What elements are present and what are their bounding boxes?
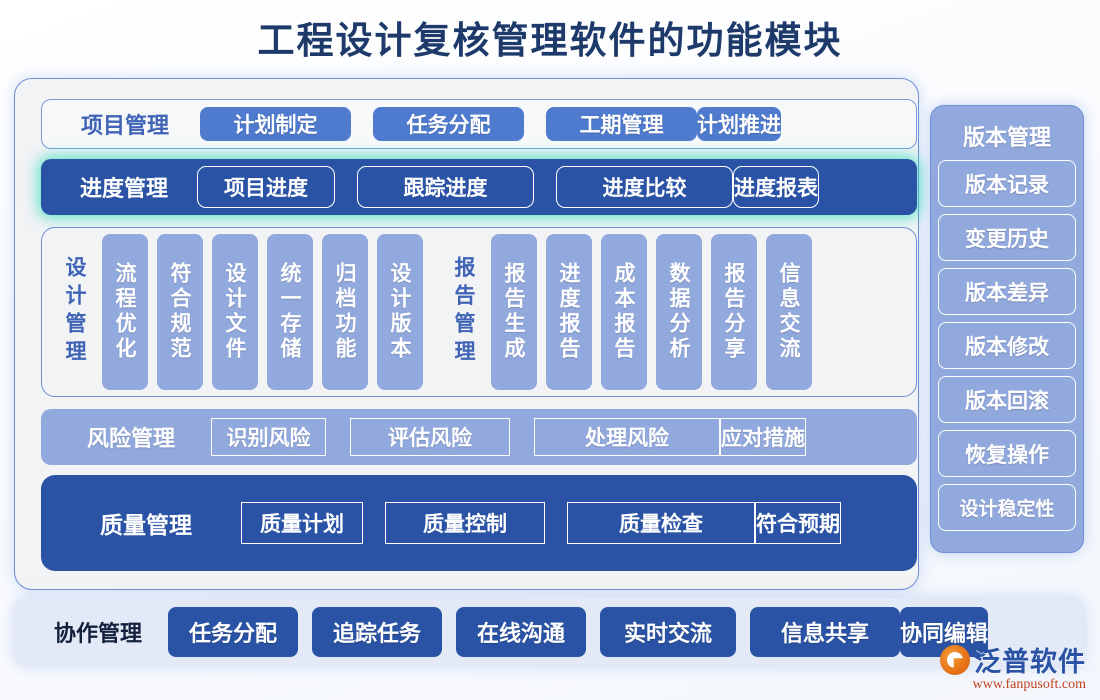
node-progress-report[interactable]: 进度报表 <box>733 166 819 208</box>
row-progress-management: 进度管理 项目进度 跟踪进度 进度比较 进度报表 <box>41 159 917 215</box>
node-plan-advancement[interactable]: 计划推进 <box>697 107 781 141</box>
row-label-risk: 风险管理 <box>86 426 175 451</box>
logo-website-url: www.fanpusoft.com <box>972 677 1086 692</box>
node-plan-formulation[interactable]: 计划制定 <box>200 107 351 141</box>
row-label-report: 报告管理 <box>452 256 476 368</box>
node-archive-function[interactable]: 归档功能 <box>322 234 368 390</box>
node-duration-management[interactable]: 工期管理 <box>546 107 697 141</box>
node-progress-compare[interactable]: 进度比较 <box>556 166 733 208</box>
row-label-project: 项目管理 <box>80 113 169 138</box>
node-information-sharing[interactable]: 信息共享 <box>750 607 900 657</box>
sidebar-item-restore-operation[interactable]: 恢复操作 <box>938 430 1076 477</box>
node-design-document[interactable]: 设计文件 <box>212 234 258 390</box>
page-title: 工程设计复核管理软件的功能模块 <box>257 21 843 62</box>
sidebar-item-version-diff[interactable]: 版本差异 <box>938 268 1076 315</box>
row-design-and-report: 设计管理 流程优化 符合规范 设计文件 统一存储 归档功能 设计版本 报告管理 … <box>41 227 917 397</box>
fanpu-logo-icon <box>940 644 970 675</box>
row-label-quality: 质量管理 <box>100 513 192 538</box>
node-cost-report[interactable]: 成本报告 <box>601 234 647 390</box>
node-quality-control[interactable]: 质量控制 <box>385 502 545 544</box>
row-risk-management: 风险管理 识别风险 评估风险 处理风险 应对措施 <box>41 409 917 465</box>
sidebar-item-version-rollback[interactable]: 版本回滚 <box>938 376 1076 423</box>
row-label-progress: 进度管理 <box>79 176 168 201</box>
main-module-panel: 项目管理 计划制定 任务分配 工期管理 计划推进 进度管理 项目进度 跟踪进度 … <box>14 78 919 590</box>
node-design-version[interactable]: 设计版本 <box>377 234 423 390</box>
row-quality-management: 质量管理 质量计划 质量控制 质量检查 符合预期 <box>41 475 917 571</box>
node-compliance-standard[interactable]: 符合规范 <box>157 234 203 390</box>
logo-brand-name: 泛普软件 <box>974 647 1086 677</box>
node-task-allocation-collab[interactable]: 任务分配 <box>168 607 298 657</box>
sidebar-item-change-history[interactable]: 变更历史 <box>938 214 1076 261</box>
sidebar-item-version-record[interactable]: 版本记录 <box>938 160 1076 207</box>
node-task-allocation[interactable]: 任务分配 <box>373 107 524 141</box>
node-information-exchange[interactable]: 信息交流 <box>766 234 812 390</box>
sidebar-version-management: 版本管理 版本记录 变更历史 版本差异 版本修改 版本回滚 恢复操作 设计稳定性 <box>930 105 1084 553</box>
node-project-progress[interactable]: 项目进度 <box>197 166 335 208</box>
node-track-task[interactable]: 追踪任务 <box>312 607 442 657</box>
node-assess-risk[interactable]: 评估风险 <box>350 418 510 456</box>
sidebar-header: 版本管理 <box>962 125 1051 150</box>
node-track-progress[interactable]: 跟踪进度 <box>357 166 534 208</box>
node-quality-inspection[interactable]: 质量检查 <box>567 502 755 544</box>
node-progress-report-card[interactable]: 进度报告 <box>546 234 592 390</box>
node-meet-expectation[interactable]: 符合预期 <box>755 502 841 544</box>
brand-logo: 泛普软件 www.fanpusoft.com <box>898 640 1086 696</box>
node-identify-risk[interactable]: 识别风险 <box>211 418 326 456</box>
node-quality-plan[interactable]: 质量计划 <box>241 502 363 544</box>
node-realtime-exchange[interactable]: 实时交流 <box>600 607 736 657</box>
node-process-optimization[interactable]: 流程优化 <box>102 234 148 390</box>
node-unified-storage[interactable]: 统一存储 <box>267 234 313 390</box>
row-project-management: 项目管理 计划制定 任务分配 工期管理 计划推进 <box>41 99 917 149</box>
node-handle-risk[interactable]: 处理风险 <box>534 418 720 456</box>
node-response-measure[interactable]: 应对措施 <box>720 418 806 456</box>
node-online-communication[interactable]: 在线沟通 <box>456 607 586 657</box>
node-report-generation[interactable]: 报告生成 <box>491 234 537 390</box>
node-report-sharing[interactable]: 报告分享 <box>711 234 757 390</box>
sidebar-item-version-modify[interactable]: 版本修改 <box>938 322 1076 369</box>
sidebar-item-design-stability[interactable]: 设计稳定性 <box>938 484 1076 531</box>
logo-row: 泛普软件 <box>898 640 1086 679</box>
node-data-analysis[interactable]: 数据分析 <box>656 234 702 390</box>
row-label-design: 设计管理 <box>63 256 87 368</box>
row-label-collaboration: 协作管理 <box>53 621 142 646</box>
